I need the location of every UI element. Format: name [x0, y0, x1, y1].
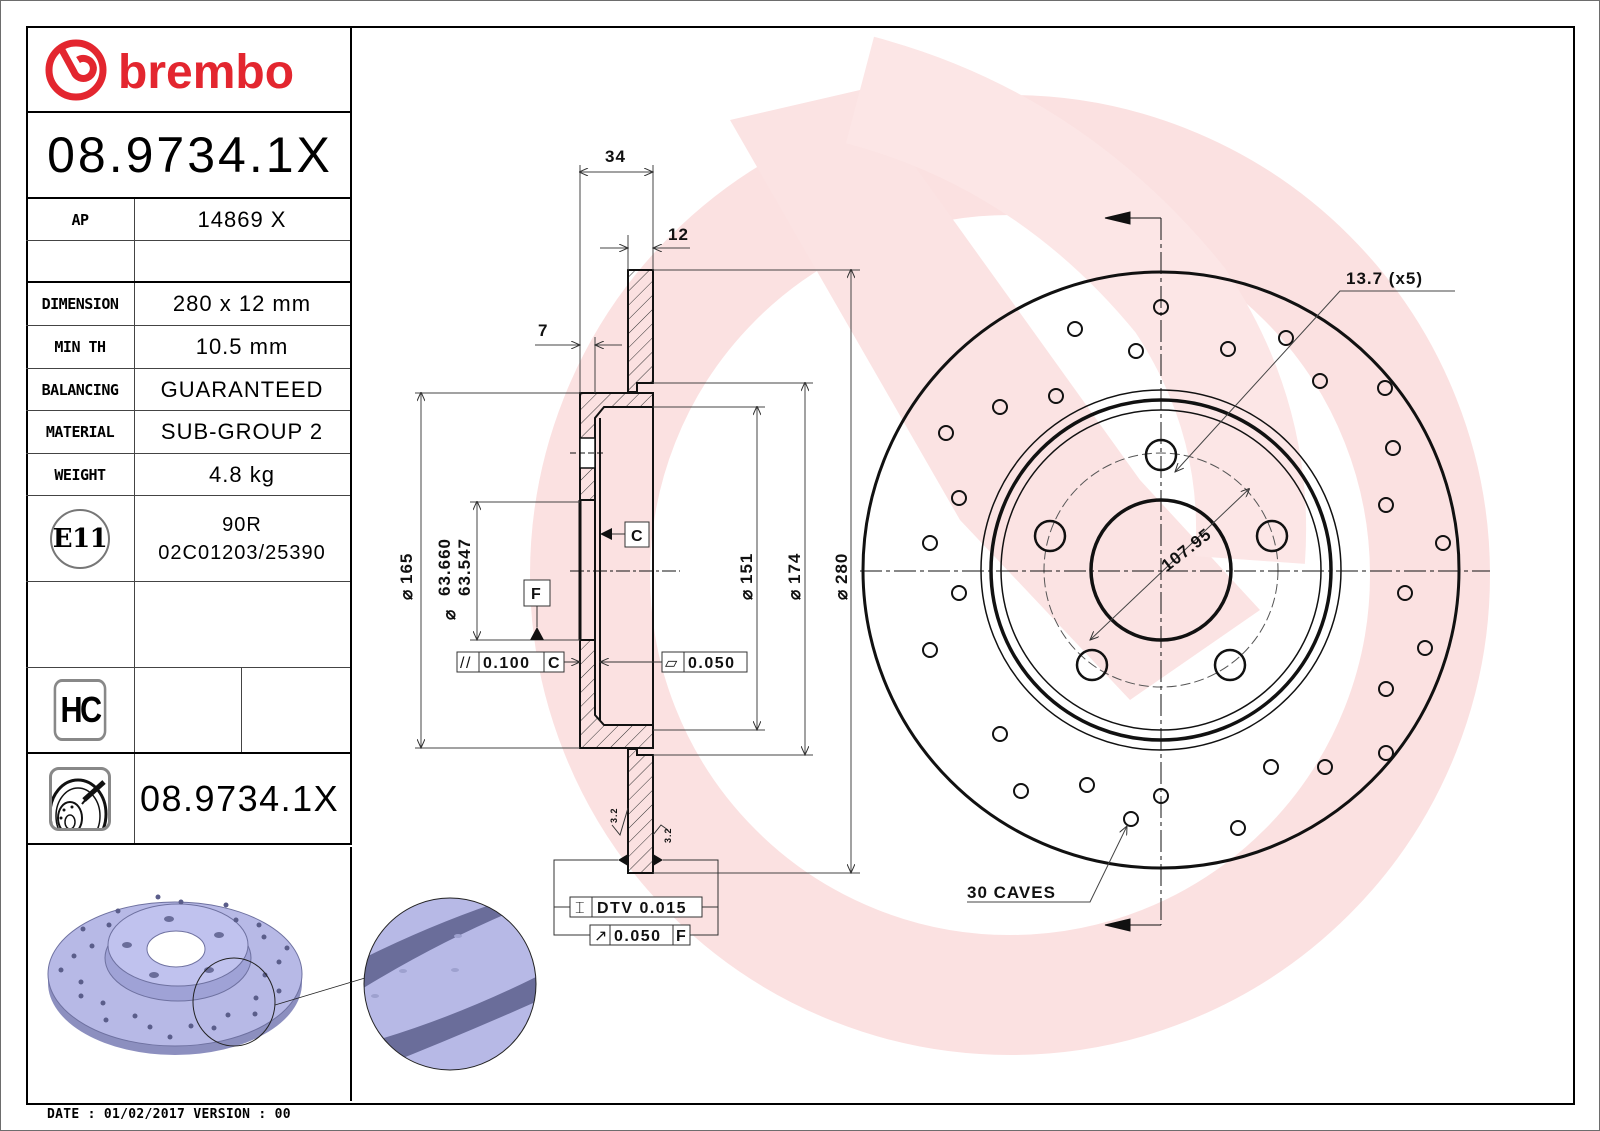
brand-name: brembo	[118, 46, 294, 99]
title-block: brembo 08.9734.1X AP 14869 X DIMENSION 2…	[26, 26, 352, 845]
pcd-dimension: 107.95	[1158, 524, 1215, 575]
dtv-value: DTV 0.015	[597, 900, 687, 917]
parallelism-value: 0.100	[483, 655, 531, 672]
certification-line1: 90R	[222, 513, 262, 536]
datum-f: F	[531, 586, 542, 603]
blank-row	[26, 582, 350, 668]
spec-value: 4.8 kg	[209, 461, 275, 487]
dim-12: 12	[668, 225, 689, 244]
dim-dia-280-symbol: ⌀	[832, 589, 851, 600]
stud-hole-note: 13.7 (x5)	[1346, 269, 1423, 288]
runout-value: 0.050	[614, 928, 662, 945]
disc-3d-preview	[26, 847, 352, 1101]
brembo-logo: brembo	[45, 39, 294, 101]
dim-dia-280: 280	[832, 553, 851, 584]
parallelism-symbol: //	[460, 655, 472, 672]
spec-label: MIN TH	[26, 326, 135, 368]
dim-bore-min: 63.547	[455, 538, 474, 596]
spec-label: BALANCING	[26, 369, 135, 410]
e11-certification-icon: E11	[50, 508, 110, 569]
drilled-disc-icon	[49, 766, 111, 831]
spec-label: WEIGHT	[26, 454, 135, 495]
dim-dia-174-symbol: ⌀	[785, 589, 804, 600]
spec-value: 10.5 mm	[195, 334, 289, 359]
dim-bore-symbol: ⌀	[440, 609, 459, 620]
spec-row-weight: WEIGHT 4.8 kg	[26, 454, 350, 496]
spec-row-blank	[26, 241, 350, 283]
part-number: 08.9734.1X	[47, 127, 333, 183]
drilled-part-row: 08.9734.1X	[26, 754, 350, 845]
dim-34: 34	[605, 147, 626, 166]
drawing-frame	[26, 26, 1575, 1105]
dim-7: 7	[538, 321, 548, 340]
caves-note: 30 CAVES	[967, 883, 1056, 902]
hc-badge-cell: HC	[26, 668, 135, 752]
hc-row: HC	[26, 668, 350, 754]
dtv-symbol: ⌶	[575, 900, 586, 917]
spec-label: AP	[26, 199, 135, 240]
certification-value: 90R 02C01203/25390	[134, 496, 350, 581]
certification-line2: 02C01203/25390	[158, 541, 326, 564]
runout-symbol: ↗	[594, 928, 609, 945]
spec-row-min-th: MIN TH 10.5 mm	[26, 326, 350, 369]
version-label: VERSION :	[193, 1107, 267, 1122]
dim-dia-165-symbol: ⌀	[397, 589, 416, 600]
part-number-row: 08.9734.1X	[26, 113, 350, 199]
spec-value: 280 x 12 mm	[172, 291, 312, 316]
drilled-caves	[922, 299, 1451, 836]
hc-icon: HC	[53, 679, 107, 741]
dim-dia-151: 151	[737, 553, 756, 584]
blank-label	[26, 582, 135, 667]
spec-row-ap: AP 14869 X	[26, 199, 350, 241]
footer: DATE : 01/02/2017 VERSION : 00	[47, 1107, 291, 1122]
certification-badge-cell: E11	[26, 496, 135, 581]
hc-value-1	[134, 668, 242, 752]
section-view	[570, 269, 680, 874]
date-value: 01/02/2017	[103, 1107, 186, 1122]
flatness-symbol: ▱	[665, 655, 679, 672]
version-value: 00	[274, 1107, 291, 1122]
spec-label: DIMENSION	[26, 283, 135, 325]
spec-value: GUARANTEED	[160, 376, 324, 402]
spec-label	[26, 241, 135, 281]
spec-value: 14869 X	[197, 206, 287, 232]
spec-row-dimension: DIMENSION 280 x 12 mm	[26, 283, 350, 326]
spec-label: MATERIAL	[26, 411, 135, 453]
parallelism-datum: C	[548, 655, 561, 672]
roughness-left: 3.2	[609, 807, 619, 823]
dim-dia-151-symbol: ⌀	[737, 589, 756, 600]
front-view	[860, 211, 1490, 932]
dim-dia-165: 165	[397, 553, 416, 584]
flatness-value: 0.050	[688, 655, 736, 672]
flatness-tolerance-frame	[661, 651, 748, 673]
roughness-right: 3.2	[663, 827, 673, 843]
spec-row-balancing: BALANCING GUARANTEED	[26, 369, 350, 411]
dim-dia-174: 174	[785, 553, 804, 584]
brand-row: brembo	[26, 26, 350, 113]
datum-c: C	[631, 528, 644, 545]
runout-datum: F	[676, 928, 687, 945]
runout-tolerance-frame	[589, 924, 691, 946]
spec-value: SUB-GROUP 2	[160, 419, 324, 444]
dim-bore-max: 63.660	[435, 538, 454, 596]
certification-row: E11 90R 02C01203/25390	[26, 496, 350, 582]
date-label: DATE :	[47, 1107, 96, 1122]
spec-row-material: MATERIAL SUB-GROUP 2	[26, 411, 350, 454]
drilled-part-number: 08.9734.1X	[140, 777, 340, 819]
dtv-tolerance-frame	[569, 896, 703, 918]
drilled-icon-cell	[26, 754, 135, 843]
